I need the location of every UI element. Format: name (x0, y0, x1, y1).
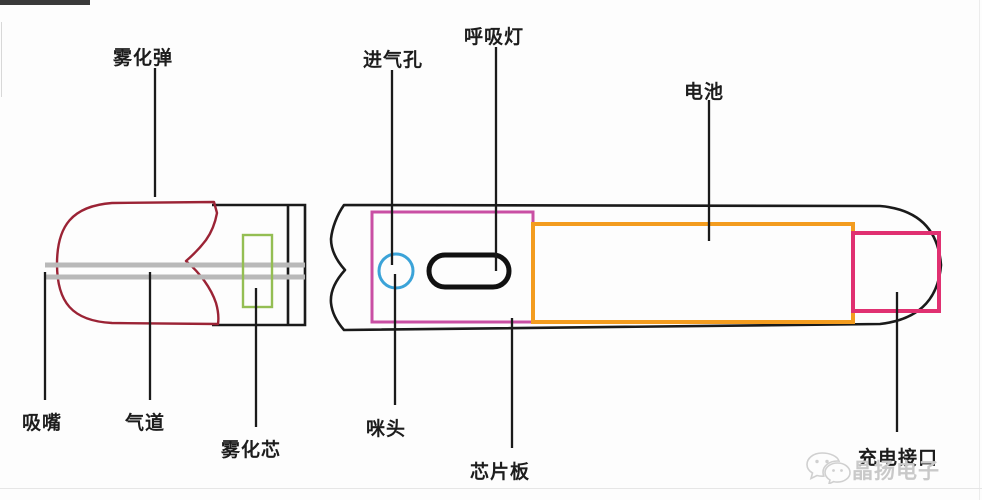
label-atomizer-core: 雾化芯 (221, 439, 282, 461)
label-atomizer-cartridge: 雾化弹 (113, 47, 174, 69)
breathing-light-pill (426, 252, 512, 290)
label-breathing-light: 呼吸灯 (464, 26, 525, 48)
bottom-edge-artifact (0, 488, 982, 489)
label-mouthpiece: 吸嘴 (22, 412, 63, 434)
label-chip-board: 芯片板 (470, 461, 531, 483)
top-edge-artifact (0, 0, 90, 5)
label-microphone: 咪头 (366, 418, 407, 440)
label-battery: 电池 (684, 81, 725, 103)
leader-lines (43, 47, 899, 448)
label-air-channel: 气道 (125, 412, 166, 434)
wechat-icon (806, 450, 852, 488)
left-edge-artifact (1, 22, 2, 97)
air-channel-lines (45, 262, 305, 280)
label-charging-port: 充电接口 (858, 447, 939, 469)
battery-rect (531, 222, 855, 324)
atomizer-core-rect (241, 233, 274, 309)
label-air-inlet: 进气孔 (363, 49, 424, 71)
cartridge-body-shape (55, 200, 220, 326)
watermark-text: 晶扬电子 (852, 459, 940, 483)
right-edge-artifact (979, 0, 980, 500)
